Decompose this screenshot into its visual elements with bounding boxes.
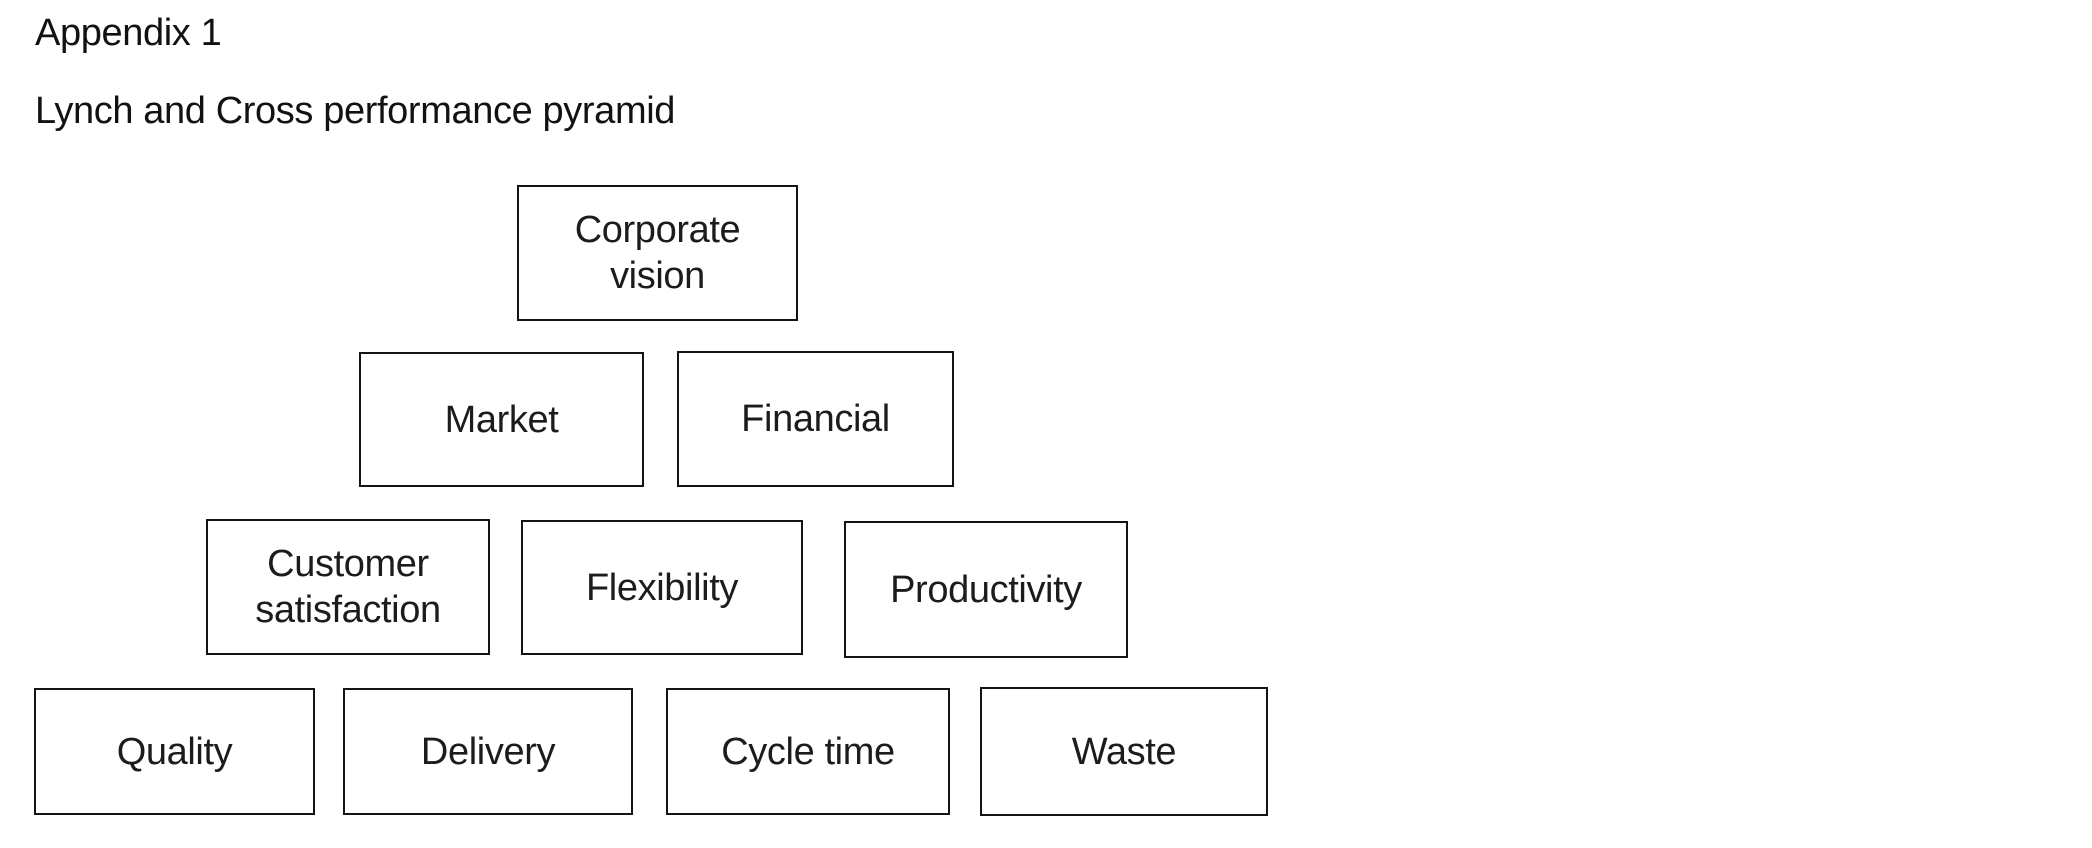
pyramid-box-financial: Financial <box>677 351 954 487</box>
pyramid-box-market: Market <box>359 352 644 487</box>
pyramid-box-corporate-vision: Corporate vision <box>517 185 798 321</box>
pyramid-box-label: Delivery <box>420 730 556 773</box>
appendix-heading: Appendix 1 <box>35 12 222 54</box>
diagram-title: Lynch and Cross performance pyramid <box>35 90 676 132</box>
pyramid-box-productivity: Productivity <box>844 521 1128 658</box>
pyramid-box-customer-satisfaction: Customer satisfaction <box>206 519 490 655</box>
pyramid-box-flexibility: Flexibility <box>521 520 803 655</box>
pyramid-box-label: Quality <box>116 730 233 773</box>
pyramid-box-label: Customer satisfaction <box>255 543 441 631</box>
pyramid-box-label: Flexibility <box>585 566 739 609</box>
pyramid-box-quality: Quality <box>34 688 315 815</box>
pyramid-box-cycle-time: Cycle time <box>666 688 950 815</box>
pyramid-box-label: Cycle time <box>721 730 895 773</box>
pyramid-box-delivery: Delivery <box>343 688 633 815</box>
pyramid-box-label: Waste <box>1071 730 1177 773</box>
pyramid-box-label: Market <box>444 398 559 441</box>
pyramid-box-label: Productivity <box>890 568 1082 611</box>
pyramid-box-label: Corporate vision <box>574 209 741 297</box>
pyramid-box-waste: Waste <box>980 687 1268 816</box>
pyramid-box-label: Financial <box>741 398 890 440</box>
